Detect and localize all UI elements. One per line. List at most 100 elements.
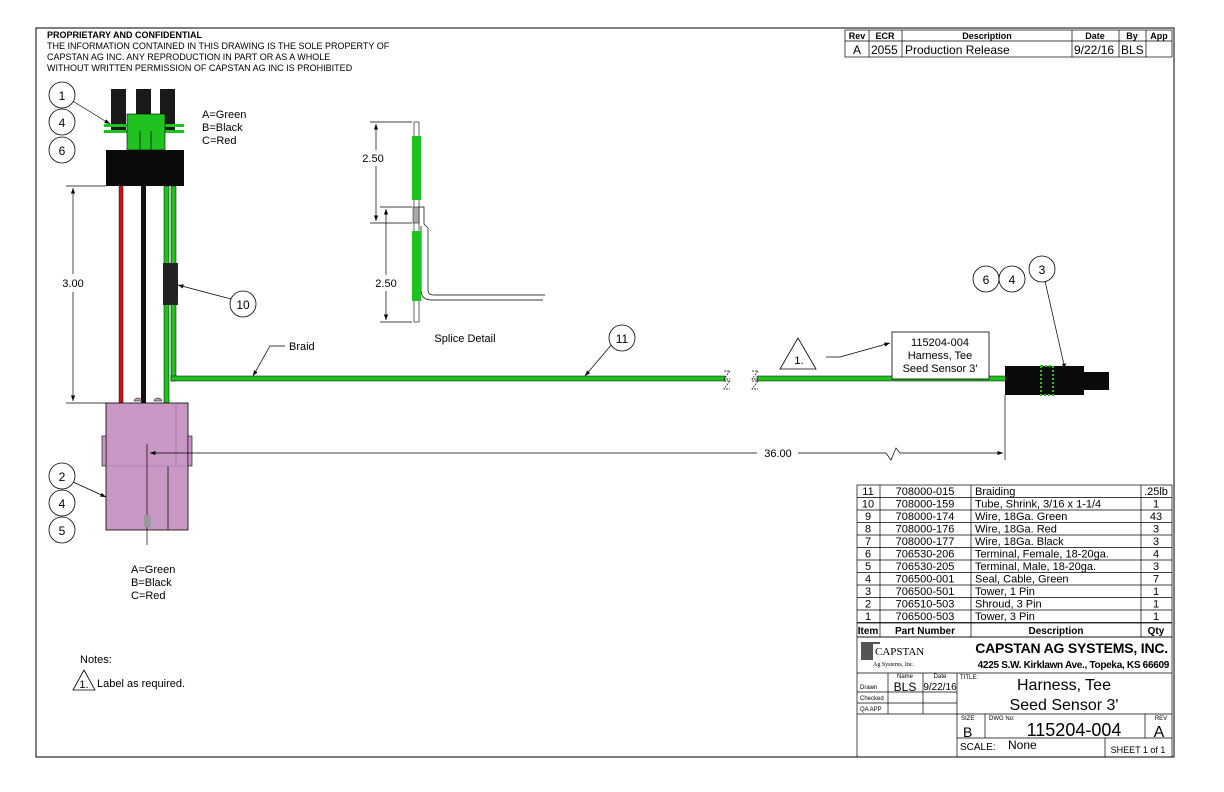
bom-description: Seal, Cable, Green <box>975 574 1069 586</box>
bom-header-description: Description <box>1028 626 1083 637</box>
bom-row: 7 708000-177 Wire, 18Ga. Black 3 <box>857 536 1172 548</box>
svg-text:Drawn: Drawn <box>860 685 877 691</box>
svg-text:10: 10 <box>236 298 250 312</box>
date-header: Date <box>1085 31 1105 41</box>
shrink-tube <box>163 263 178 305</box>
bom-qty: 3 <box>1153 561 1159 573</box>
rev-description: Production Release <box>905 43 1010 57</box>
bom-header-part: Part Number <box>895 626 955 637</box>
drawn-by: BLS <box>894 680 917 694</box>
notice-title: PROPRIETARY AND CONFIDENTIAL <box>47 30 203 40</box>
svg-text:2: 2 <box>59 470 66 484</box>
braided-branch-wire <box>170 375 726 382</box>
svg-text:4: 4 <box>1009 273 1016 287</box>
svg-text:Notes:: Notes: <box>80 654 112 666</box>
svg-text:CAPSTAN: CAPSTAN <box>875 646 924 658</box>
bom-part-number: 706510-503 <box>896 599 955 611</box>
notice-line: CAPSTAN AG INC. ANY REPRODUCTION IN PART… <box>47 52 330 62</box>
bom-item: 8 <box>865 524 871 536</box>
note-flag-triangle: 1. <box>779 337 891 370</box>
drawn-date: 9/22/16 <box>923 682 957 693</box>
svg-text:11: 11 <box>616 332 629 346</box>
balloon-6: 6 <box>972 265 1000 293</box>
revision-block: Rev ECR Description Date By App A 2055 P… <box>844 29 1173 58</box>
bom-item: 5 <box>865 561 871 573</box>
ecr-header: ECR <box>875 31 895 41</box>
drawing-number: 115204-004 <box>1027 720 1122 740</box>
bom-qty: 1 <box>1153 599 1159 611</box>
bom-part-number: 708000-174 <box>896 511 955 523</box>
company-address: 4225 S.W. Kirklawn Ave., Topeka, KS 6660… <box>978 660 1170 671</box>
bom-part-number: 706530-205 <box>896 561 955 573</box>
balloon-4: 4 <box>48 108 76 136</box>
svg-text:6: 6 <box>983 273 990 287</box>
svg-text:4: 4 <box>59 497 66 511</box>
company-name: CAPSTAN AG SYSTEMS, INC. <box>975 640 1168 656</box>
bottom-pin-legend: A=Green B=Black C=Red <box>131 564 175 602</box>
svg-text:A=Green: A=Green <box>131 564 175 576</box>
bom-qty: 1 <box>1153 611 1159 623</box>
svg-text:Label as required.: Label as required. <box>97 678 185 690</box>
svg-text:Splice Detail: Splice Detail <box>434 333 495 345</box>
drawing-title-line1: Harness, Tee <box>1017 677 1111 694</box>
bom-description: Wire, 18Ga. Green <box>975 511 1067 523</box>
bom-header-item: Item <box>858 626 879 637</box>
bom-qty: 3 <box>1153 536 1159 548</box>
bom-item: 9 <box>865 511 871 523</box>
bom-item: 1 <box>865 611 871 623</box>
drawing-scale: None <box>1008 738 1037 752</box>
svg-text:3.00: 3.00 <box>62 278 83 290</box>
svg-text:36.00: 36.00 <box>764 448 792 460</box>
balloon-2: 2 <box>48 462 76 490</box>
svg-text:TITLE:: TITLE: <box>960 675 978 681</box>
svg-text:5: 5 <box>59 524 66 538</box>
capstan-logo: CAPSTAN Ag Systems, Inc. <box>861 642 924 668</box>
bom-part-number: 706500-001 <box>896 574 955 586</box>
bom-item: 7 <box>865 536 871 548</box>
sheet-number: SHEET 1 of 1 <box>1111 745 1166 755</box>
rev-header: Rev <box>849 31 866 41</box>
svg-text:2.50: 2.50 <box>362 153 383 165</box>
svg-text:B=Black: B=Black <box>202 122 243 134</box>
bom-description: Tower, 3 Pin <box>975 611 1035 623</box>
bom-description: Shroud, 3 Pin <box>975 599 1042 611</box>
balloon-5: 5 <box>48 516 76 544</box>
ecr-value: 2055 <box>871 43 898 57</box>
svg-text:B=Black: B=Black <box>131 577 172 589</box>
bottom-connector-shroud <box>101 397 193 545</box>
svg-text:SCALE:: SCALE: <box>960 742 996 753</box>
bom-part-number: 706500-501 <box>896 586 955 598</box>
svg-text:REV: REV <box>1155 716 1167 722</box>
svg-text:Checked: Checked <box>860 696 884 702</box>
bom-qty: 7 <box>1153 574 1159 586</box>
balloon-3: 3 <box>1028 255 1056 283</box>
bom-part-number: 708000-177 <box>896 536 955 548</box>
bom-description: Wire, 18Ga. Black <box>975 536 1064 548</box>
balloon-4: 4 <box>998 265 1026 293</box>
svg-text:2.50: 2.50 <box>375 278 396 290</box>
bom-item: 2 <box>865 599 871 611</box>
break-symbol <box>723 370 759 390</box>
bom-qty: 4 <box>1153 549 1159 561</box>
dimension-3-00: 3.00 <box>62 185 106 404</box>
title-block: CAPSTAN Ag Systems, Inc. CAPSTAN AG SYST… <box>856 636 1173 758</box>
bom-item: 3 <box>865 586 871 598</box>
bom-item: 11 <box>862 486 873 498</box>
top-connector-3pin-tower <box>104 89 184 186</box>
sheet-border <box>35 27 1175 758</box>
notice-line: THE INFORMATION CONTAINED IN THIS DRAWIN… <box>47 41 390 51</box>
bom-part-number: 708000-159 <box>896 499 955 511</box>
svg-text:SIZE: SIZE <box>961 716 974 722</box>
dimension-36-00: 36.00 <box>150 395 1006 461</box>
description-header: Description <box>962 31 1012 41</box>
bom-qty: .25lb <box>1144 486 1168 498</box>
svg-text:1.: 1. <box>79 679 88 691</box>
balloon-6: 6 <box>48 136 76 164</box>
